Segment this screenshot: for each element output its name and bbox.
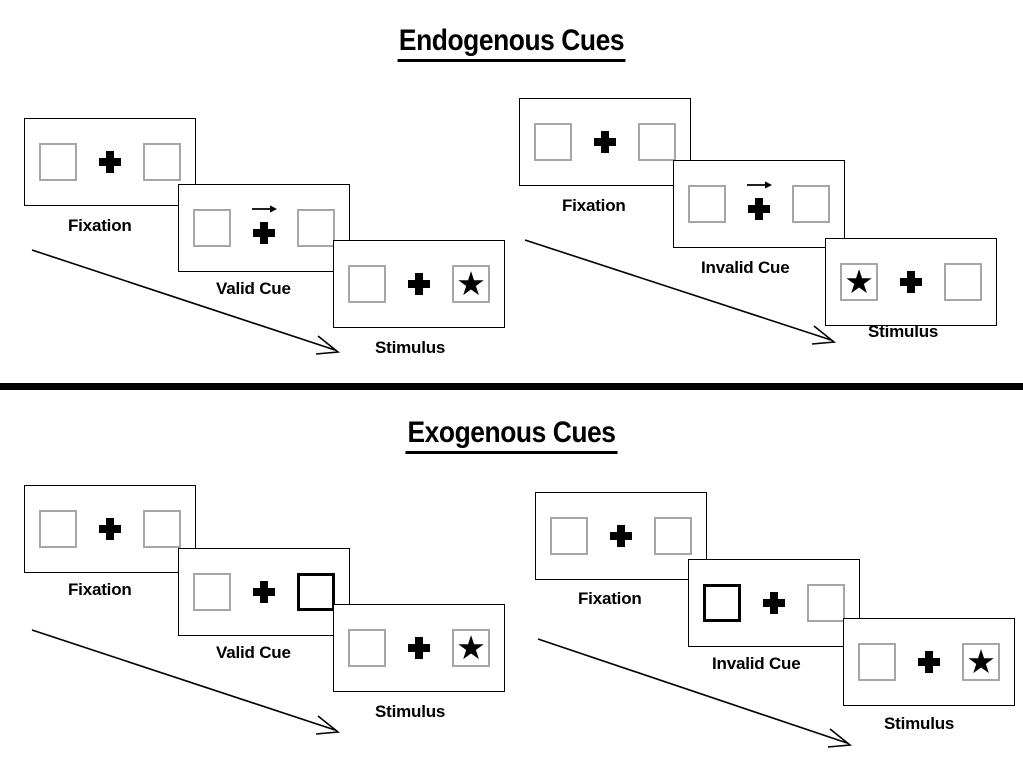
slot-right: ★ xyxy=(452,629,490,667)
slot-left xyxy=(348,265,386,303)
star-icon: ★ xyxy=(456,628,486,666)
arrow-right-icon xyxy=(747,181,772,189)
slot-right-cued xyxy=(297,573,335,611)
plus-icon xyxy=(763,592,785,614)
slot-right xyxy=(944,263,982,301)
stage-label-exogenous-invalid-fixation: Fixation xyxy=(578,589,642,608)
timeline-arrow-exogenous-valid xyxy=(31,629,341,735)
fixation-center xyxy=(912,636,946,688)
stage-label-exogenous-valid-fixation: Fixation xyxy=(68,580,132,599)
plus-icon xyxy=(253,221,275,244)
timeline-arrow-endogenous-invalid xyxy=(524,239,837,345)
trial-frame-endogenous-valid-stimulus[interactable]: ★ xyxy=(333,240,505,328)
frame-content xyxy=(179,549,349,635)
plus-icon xyxy=(610,525,632,547)
fixation-center xyxy=(93,136,127,188)
slot-left xyxy=(39,143,77,181)
slot-left xyxy=(550,517,588,555)
slot-left xyxy=(39,510,77,548)
frame-content xyxy=(179,185,349,271)
slot-left xyxy=(348,629,386,667)
plus-icon xyxy=(99,518,121,540)
stage-label-endogenous-invalid-cue: Invalid Cue xyxy=(701,258,790,277)
stage-label-exogenous-valid-cue: Valid Cue xyxy=(216,643,291,662)
frame-content xyxy=(536,493,706,579)
stage-label-exogenous-invalid-cue: Invalid Cue xyxy=(712,654,801,673)
frame-content xyxy=(25,119,195,205)
slot-right xyxy=(807,584,845,622)
trial-frame-exogenous-valid-stimulus[interactable]: ★ xyxy=(333,604,505,692)
slot-left xyxy=(688,185,726,223)
cue-center xyxy=(247,202,281,254)
plus-icon xyxy=(900,271,922,293)
frame-content: ★ xyxy=(826,239,996,325)
section-title-endogenous-text: Endogenous Cues xyxy=(397,24,626,62)
stage-label-endogenous-valid-fixation: Fixation xyxy=(68,216,132,235)
stage-label-endogenous-valid-cue: Valid Cue xyxy=(216,279,291,298)
frame-content: ★ xyxy=(334,605,504,691)
section-title-endogenous: Endogenous Cues xyxy=(61,24,961,62)
trial-frame-endogenous-valid-cue[interactable] xyxy=(178,184,350,272)
slot-right xyxy=(792,185,830,223)
plus-icon xyxy=(594,131,616,153)
frame-content xyxy=(520,99,690,185)
slot-left xyxy=(193,573,231,611)
trial-frame-endogenous-invalid-cue[interactable] xyxy=(673,160,845,248)
frame-content xyxy=(689,560,859,646)
cue-center xyxy=(742,178,776,230)
slot-left-cued xyxy=(703,584,741,622)
frame-content: ★ xyxy=(844,619,1014,705)
trial-frame-exogenous-invalid-cue[interactable] xyxy=(688,559,860,647)
timeline-arrow-exogenous-invalid xyxy=(537,638,853,748)
fixation-center xyxy=(894,256,928,308)
arrow-right-icon xyxy=(252,205,277,213)
slot-right xyxy=(297,209,335,247)
plus-icon xyxy=(253,581,275,603)
frame-content: ★ xyxy=(334,241,504,327)
slot-right xyxy=(143,143,181,181)
star-icon: ★ xyxy=(844,262,874,300)
section-divider xyxy=(0,383,1023,390)
trial-frame-exogenous-invalid-stimulus[interactable]: ★ xyxy=(843,618,1015,706)
trial-frame-exogenous-invalid-fixation[interactable] xyxy=(535,492,707,580)
slot-right xyxy=(654,517,692,555)
fixation-center xyxy=(402,622,436,674)
slot-right: ★ xyxy=(962,643,1000,681)
star-icon: ★ xyxy=(456,264,486,302)
trial-frame-exogenous-valid-fixation[interactable] xyxy=(24,485,196,573)
fixation-center xyxy=(93,503,127,555)
plus-icon xyxy=(408,637,430,659)
frame-content xyxy=(25,486,195,572)
slot-right xyxy=(638,123,676,161)
fixation-center xyxy=(588,116,622,168)
slot-right xyxy=(143,510,181,548)
stage-label-endogenous-invalid-stimulus: Stimulus xyxy=(868,322,939,341)
trial-frame-endogenous-invalid-fixation[interactable] xyxy=(519,98,691,186)
trial-frame-endogenous-invalid-stimulus[interactable]: ★ xyxy=(825,238,997,326)
fixation-center xyxy=(604,510,638,562)
star-icon: ★ xyxy=(966,642,996,680)
plus-icon xyxy=(918,651,940,673)
plus-icon xyxy=(408,273,430,295)
frame-content xyxy=(674,161,844,247)
stage-label-endogenous-valid-stimulus: Stimulus xyxy=(375,338,446,357)
fixation-center xyxy=(247,566,281,618)
plus-icon xyxy=(99,151,121,173)
trial-frame-endogenous-valid-fixation[interactable] xyxy=(24,118,196,206)
fixation-center xyxy=(757,577,791,629)
trial-frame-exogenous-valid-cue[interactable] xyxy=(178,548,350,636)
slot-right: ★ xyxy=(452,265,490,303)
fixation-center xyxy=(402,258,436,310)
stage-label-exogenous-invalid-stimulus: Stimulus xyxy=(884,714,955,733)
slot-left xyxy=(858,643,896,681)
timeline-arrow-endogenous-valid xyxy=(31,249,341,355)
stage-label-endogenous-invalid-fixation: Fixation xyxy=(562,196,626,215)
slot-left xyxy=(534,123,572,161)
section-title-exogenous: Exogenous Cues xyxy=(61,416,961,454)
slot-left: ★ xyxy=(840,263,878,301)
stage-label-exogenous-valid-stimulus: Stimulus xyxy=(375,702,446,721)
slot-left xyxy=(193,209,231,247)
section-title-exogenous-text: Exogenous Cues xyxy=(405,416,618,454)
plus-icon xyxy=(748,197,770,220)
